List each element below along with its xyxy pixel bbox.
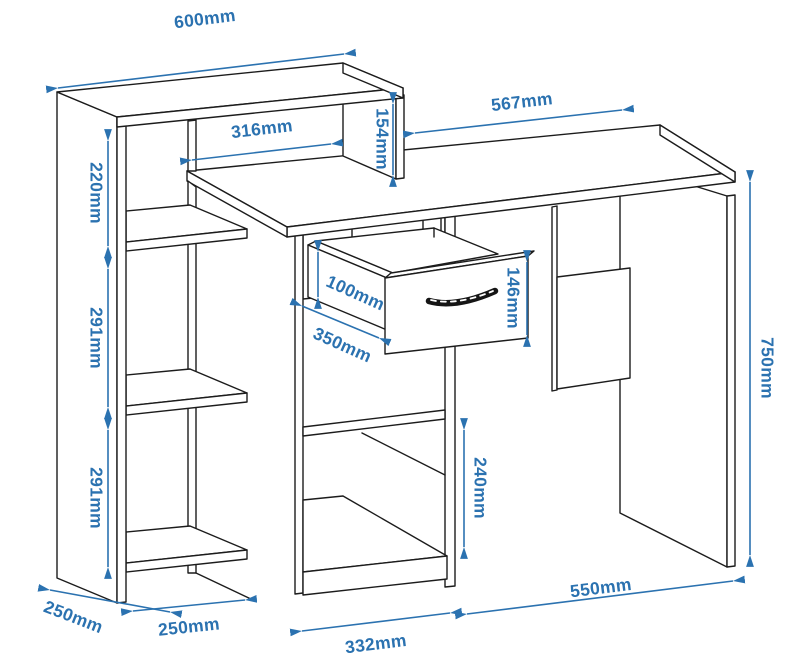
divider-floor-edge [195, 572, 254, 601]
right-side-panel-front-edge [726, 194, 736, 568]
dim-label: 250mm [157, 613, 221, 639]
dim-shelf-compartment-width: 250mm [120, 594, 258, 640]
dim-label: 220mm [86, 162, 106, 224]
dim-label: 291mm [86, 467, 106, 529]
dim-drawer-front-height: 146mm [503, 250, 531, 347]
dim-label: 291mm [86, 307, 106, 369]
rear-support-panel [556, 267, 631, 390]
dim-label: 567mm [490, 88, 554, 115]
dim-arrow [45, 48, 357, 94]
drawer-handle[interactable] [425, 287, 499, 307]
desk-top-left-edge [186, 170, 288, 238]
divider-upper [187, 119, 197, 172]
desk-top-right-edge [659, 124, 736, 183]
dim-hutch-opening-width: 316mm [179, 115, 344, 166]
dim-label: 240mm [470, 457, 490, 519]
right-side-panel-inner-face [619, 162, 728, 568]
dim-label: 600mm [173, 5, 237, 32]
dim-label: 316mm [230, 115, 294, 142]
drawer-handle-highlight [430, 290, 494, 303]
pedestal-plinth [302, 555, 448, 596]
dim-middle-shelf-opening: 291mm [86, 257, 112, 419]
dim-pedestal-width: 332mm [289, 607, 463, 657]
dim-desk-side-depth: 550mm [454, 574, 746, 620]
dim-desk-top-width: 567mm [402, 88, 635, 139]
pedestal-wall-inner-edge [361, 432, 446, 476]
dim-label: 550mm [569, 574, 633, 601]
dim-arrow [402, 104, 635, 139]
dim-hutch-riser-height: 154mm [372, 92, 397, 187]
dim-arrow [179, 138, 344, 166]
left-side-panel-front-edge [116, 115, 127, 604]
dim-label: 750mm [757, 337, 777, 399]
dim-arrow [289, 607, 463, 637]
dim-pedestal-opening-height: 240mm [460, 418, 490, 559]
dim-label: 350mm [310, 323, 375, 366]
pedestal-left-wall [294, 220, 304, 595]
dim-arrow [454, 575, 746, 620]
dim-desk-overall-height: 750mm [746, 170, 777, 567]
hutch-riser-front-edge [395, 94, 405, 180]
dim-lower-shelf-opening: 291mm [86, 418, 112, 579]
dim-upper-shelf-opening: 220mm [86, 129, 112, 258]
dim-label: 250mm [41, 596, 106, 637]
dim-arrow [120, 594, 258, 617]
dim-label: 146mm [503, 267, 523, 329]
dim-arrow [289, 297, 392, 347]
dim-label: 154mm [372, 108, 392, 170]
desk-outline [56, 62, 736, 604]
pedestal-shelf [302, 409, 446, 437]
rear-support-edge [551, 205, 558, 392]
drawer-interior [315, 227, 499, 274]
dim-label: 332mm [344, 630, 408, 657]
